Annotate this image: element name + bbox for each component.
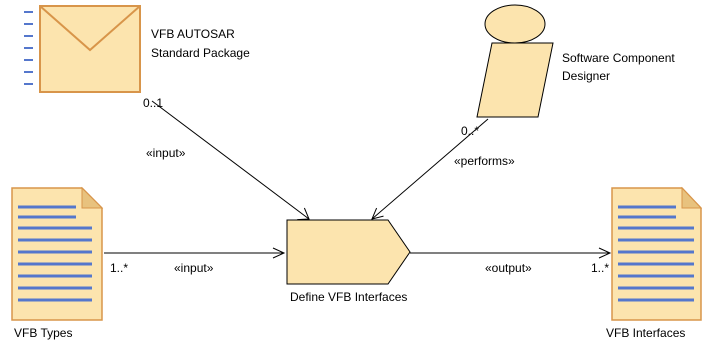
role-icon xyxy=(476,4,554,118)
edge-task-to-interfaces[interactable]: 1..* «output» xyxy=(410,247,612,275)
edge-stereotype: «input» xyxy=(174,261,214,275)
edge-multiplicity: 0..* xyxy=(461,124,479,138)
edge-stereotype: «performs» xyxy=(454,154,515,168)
edge-multiplicity: 1..* xyxy=(591,261,609,275)
arrowhead-icon xyxy=(371,207,384,220)
edge-stereotype: «input» xyxy=(146,146,186,160)
task-label: Define VFB Interfaces xyxy=(290,290,407,304)
document-fold xyxy=(81,186,104,209)
interfaces-label: VFB Interfaces xyxy=(606,326,685,340)
role-body xyxy=(476,42,554,118)
package-node[interactable]: VFB AUTOSAR Standard Package xyxy=(24,5,250,93)
task-node[interactable]: Define VFB Interfaces xyxy=(286,219,411,304)
role-head xyxy=(484,4,546,44)
envelope-flap xyxy=(39,5,141,52)
edge-line xyxy=(371,118,489,220)
designer-label-line2: Designer xyxy=(562,69,610,83)
envelope-icon xyxy=(24,5,141,93)
designer-node[interactable]: Software Component Designer xyxy=(476,4,675,118)
designer-label-line1: Software Component xyxy=(562,51,675,65)
document-lines xyxy=(618,205,694,302)
arrowhead-icon xyxy=(297,207,310,221)
task-pentagon-icon xyxy=(286,219,411,285)
document-lines xyxy=(18,205,92,302)
edge-line xyxy=(151,100,310,220)
types-node[interactable]: VFB Types xyxy=(11,186,104,340)
document-icon xyxy=(611,186,702,321)
document-fold xyxy=(681,186,702,209)
edge-stereotype: «output» xyxy=(485,261,532,275)
arrowhead-icon xyxy=(598,247,612,259)
edge-package-to-task[interactable]: 0..1 «input» xyxy=(143,96,310,221)
envelope-dashes xyxy=(24,11,33,85)
edge-multiplicity: 0..1 xyxy=(143,96,163,110)
edge-multiplicity: 1..* xyxy=(110,261,128,275)
edge-designer-to-task[interactable]: 0..* «performs» xyxy=(371,118,515,220)
arrowhead-icon xyxy=(272,247,286,259)
types-label: VFB Types xyxy=(14,326,72,340)
document-icon xyxy=(11,186,104,321)
interfaces-node[interactable]: VFB Interfaces xyxy=(606,186,702,340)
package-label-line1: VFB AUTOSAR xyxy=(151,27,235,41)
edge-types-to-task[interactable]: 1..* «input» xyxy=(104,247,286,275)
package-label-line2: Standard Package xyxy=(151,46,250,60)
